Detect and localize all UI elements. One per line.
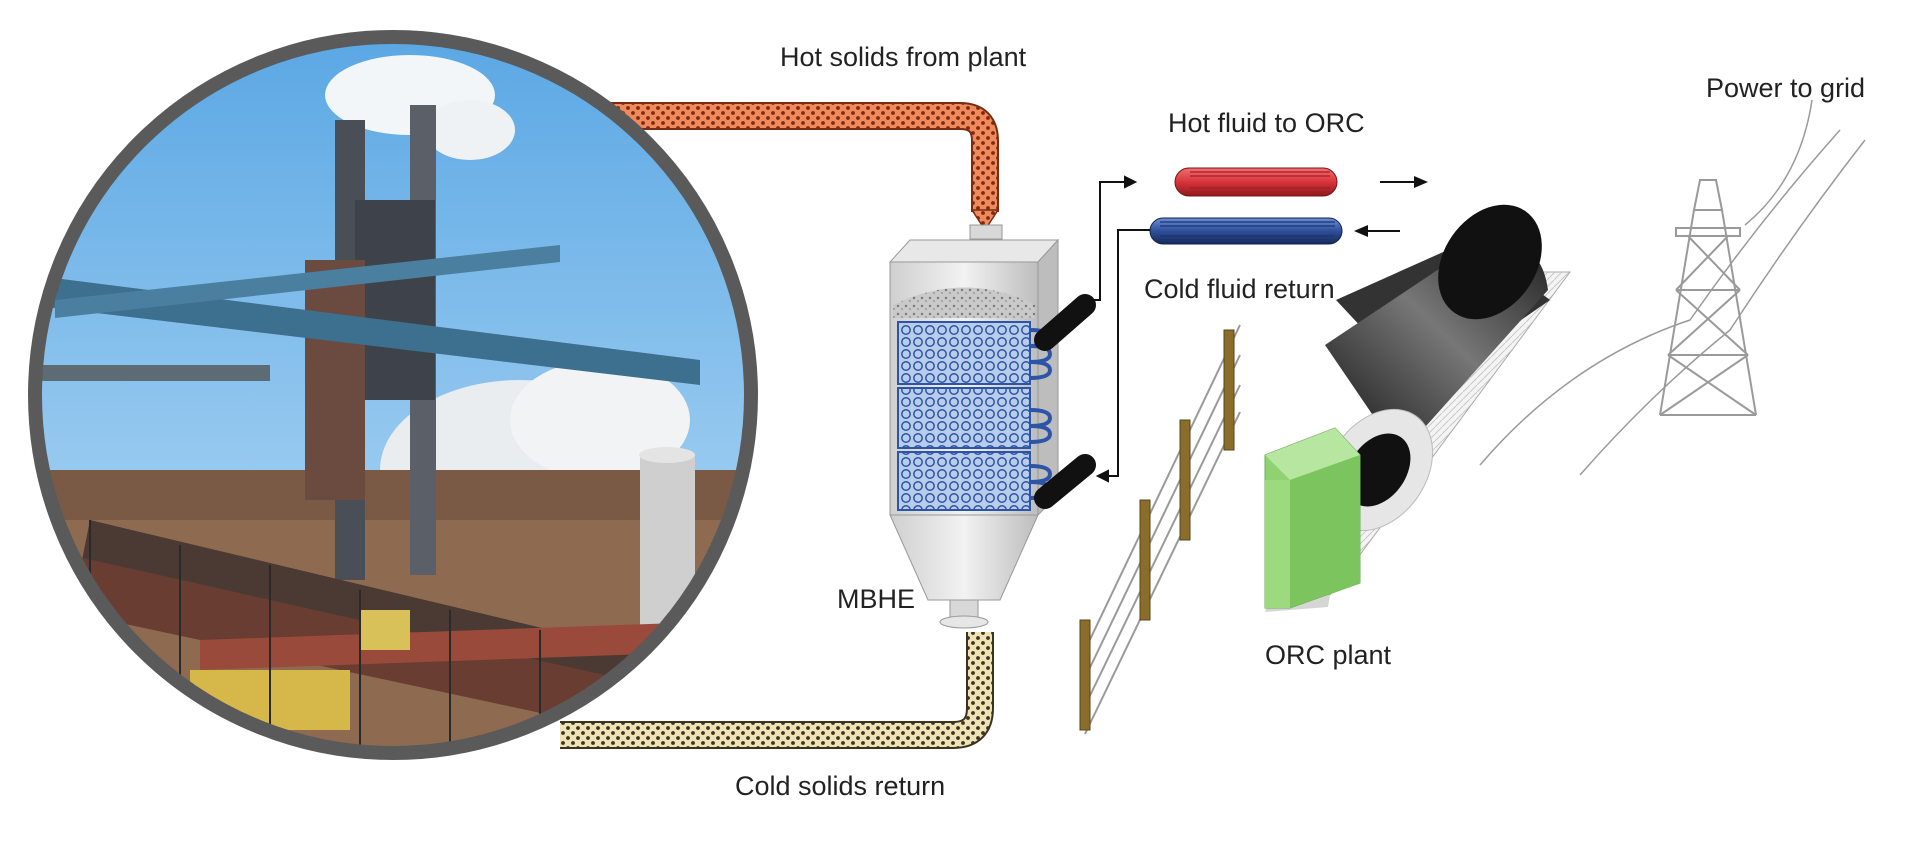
fence-icon <box>1079 324 1241 735</box>
hot-solids-label: Hot solids from plant <box>780 42 1027 72</box>
fluid-lines <box>1085 175 1155 483</box>
cold-solids-label: Cold solids return <box>735 771 946 801</box>
orc-plant-label: ORC plant <box>1265 640 1392 670</box>
hot-fluid-label: Hot fluid to ORC <box>1168 108 1365 138</box>
mbhe-heat-exchanger-icon <box>888 224 1096 629</box>
orc-turbine-icon <box>1264 204 1571 612</box>
hot-fluid-pipe <box>1174 167 1428 197</box>
mbhe-label: MBHE <box>837 584 916 614</box>
steel-plant-photo <box>28 30 758 760</box>
cold-fluid-pipe <box>1149 217 1400 245</box>
transmission-tower-icon <box>1659 179 1757 416</box>
power-to-grid-label: Power to grid <box>1706 73 1866 103</box>
power-lines <box>1479 99 1866 476</box>
cold-fluid-label: Cold fluid return <box>1144 274 1335 304</box>
